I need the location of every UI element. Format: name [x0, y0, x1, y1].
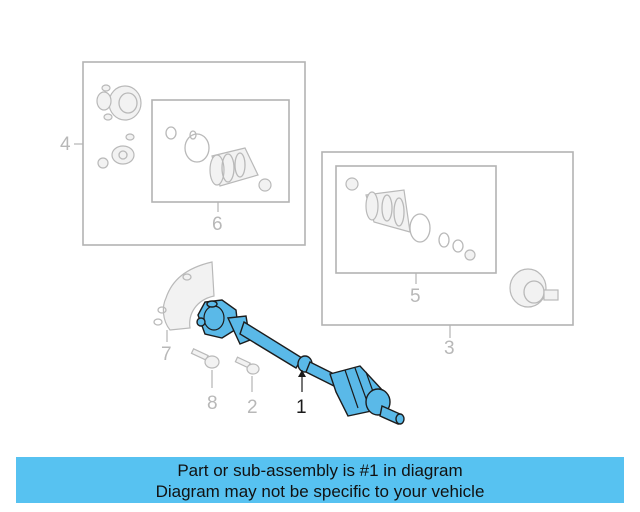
group-box-6 — [151, 99, 290, 203]
callout-6[interactable]: 6 — [212, 214, 223, 235]
callout-1[interactable]: 1 — [296, 397, 307, 418]
bolt-8-illustration — [190, 348, 220, 369]
boot-kit-5-illustration — [345, 177, 476, 261]
callout-8[interactable]: 8 — [207, 393, 218, 414]
boot-kit-6-illustration — [165, 126, 272, 192]
outer-cv-joint-illustration — [509, 268, 559, 308]
callout-2[interactable]: 2 — [247, 397, 258, 418]
axle-shaft-highlighted[interactable] — [196, 299, 405, 425]
bolt-2-illustration — [234, 356, 260, 375]
heat-shield-illustration — [153, 261, 215, 331]
group-box-3 — [321, 151, 574, 326]
banner-line-1: Part or sub-assembly is #1 in diagram — [177, 461, 463, 480]
callout-5[interactable]: 5 — [410, 286, 421, 307]
group-box-4 — [82, 61, 306, 246]
info-banner: Part or sub-assembly is #1 in diagram Di… — [16, 457, 624, 503]
callout-7[interactable]: 7 — [161, 344, 172, 365]
callout-4[interactable]: 4 — [60, 134, 71, 155]
callout-3[interactable]: 3 — [444, 338, 455, 359]
banner-line-2: Diagram may not be specific to your vehi… — [155, 482, 485, 501]
hub-flange-illustration — [96, 84, 142, 169]
